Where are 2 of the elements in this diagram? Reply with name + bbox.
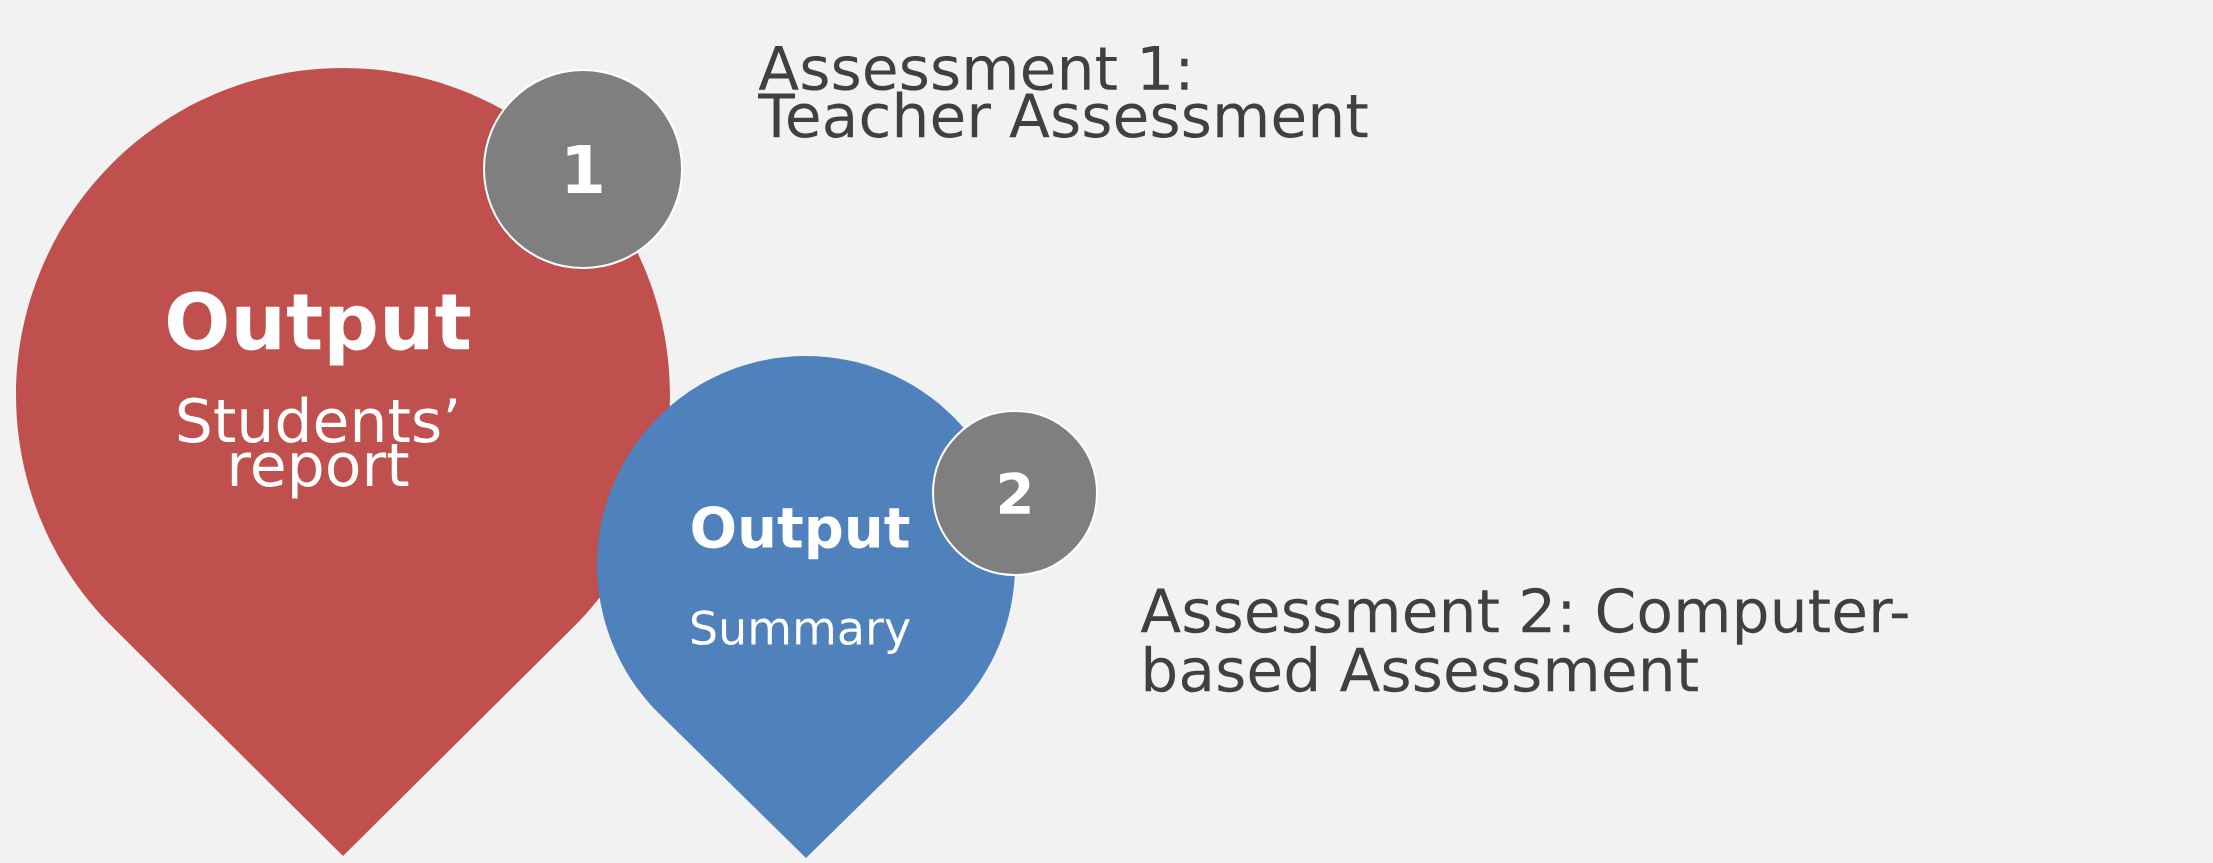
heading-text: Assessment 2: Computer-based Assessment	[1140, 587, 1908, 693]
heading-text: Assessment 1: Teacher Assessment	[758, 46, 1368, 138]
